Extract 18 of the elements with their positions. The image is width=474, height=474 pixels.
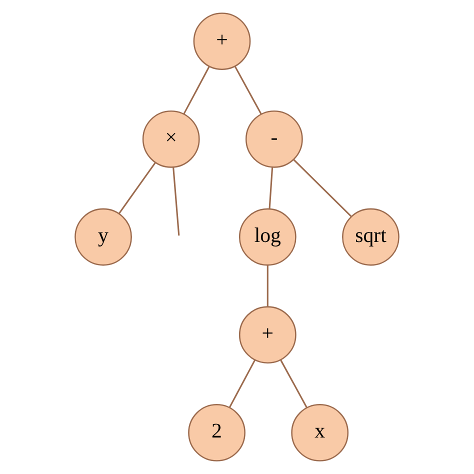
node-circle: y <box>74 208 132 266</box>
connector <box>293 159 352 217</box>
connector <box>228 360 256 408</box>
node-circle: log <box>238 208 296 266</box>
node-circle: sqrt <box>342 208 400 266</box>
node-circle: x <box>291 404 349 462</box>
connector <box>172 167 180 236</box>
connector <box>280 360 308 408</box>
node-circle: + <box>193 12 251 70</box>
connector <box>234 66 262 115</box>
node-circle: 2 <box>188 404 246 462</box>
connector <box>268 167 274 209</box>
node-circle: - <box>245 110 303 168</box>
connector <box>118 162 156 214</box>
connector <box>266 265 268 307</box>
node-circle: + <box>238 306 296 364</box>
node-circle: × <box>142 110 200 168</box>
connector <box>183 66 210 114</box>
